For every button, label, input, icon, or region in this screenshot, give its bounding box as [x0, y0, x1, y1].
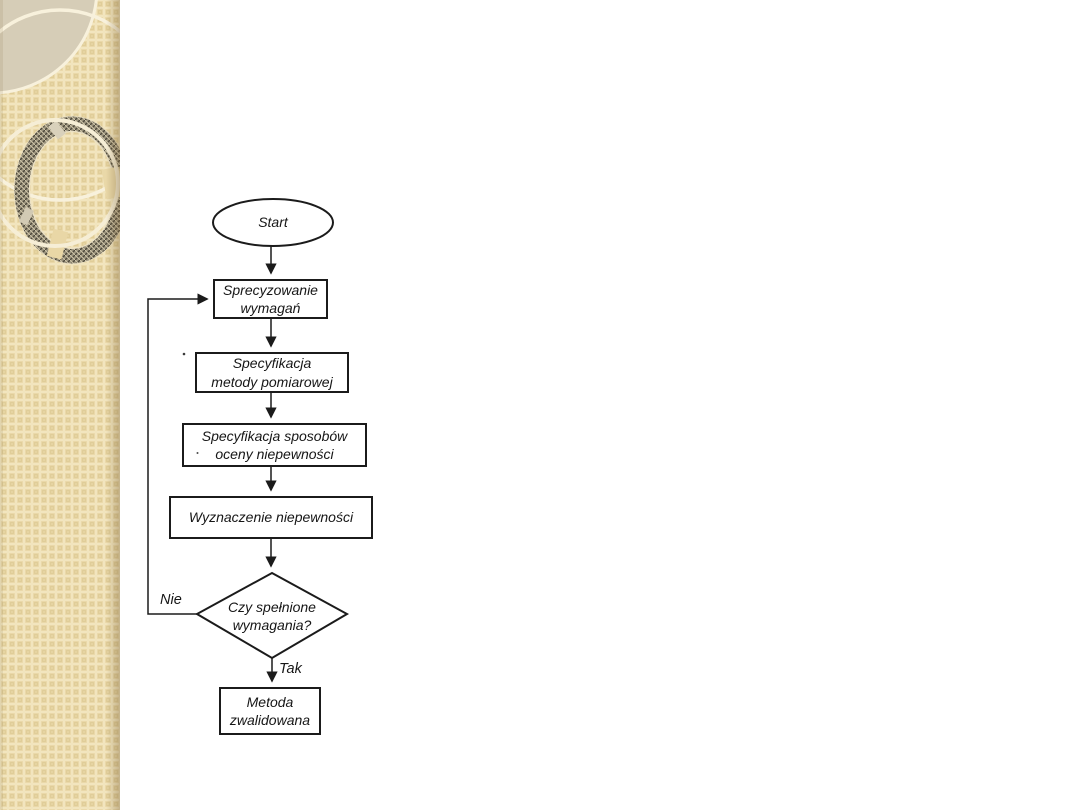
requirements-node-shape	[213, 279, 328, 319]
decorative-sidebar	[0, 0, 157, 810]
decision-node-shape	[194, 571, 350, 660]
ring-notch-top	[48, 120, 66, 140]
sidebar-left-edge	[0, 0, 3, 810]
ring-notch-left	[18, 207, 34, 226]
edge-label-no: Nie	[160, 592, 182, 608]
start-node-shape	[212, 198, 334, 247]
connector-no-loopback	[147, 293, 209, 615]
scan-speck	[182, 352, 186, 356]
corner-blob-circle	[0, 0, 98, 95]
uncertainty-spec-node-shape	[182, 423, 367, 467]
sidebar-decoration-graphic	[0, 0, 157, 810]
scan-speck	[196, 452, 199, 454]
edge-label-yes: Tak	[279, 661, 302, 677]
uncertainty-eval-node-shape	[169, 496, 373, 539]
sidebar-edge-shadow	[106, 0, 120, 810]
validated-node-shape	[219, 687, 321, 735]
method-spec-node-shape	[195, 352, 349, 393]
